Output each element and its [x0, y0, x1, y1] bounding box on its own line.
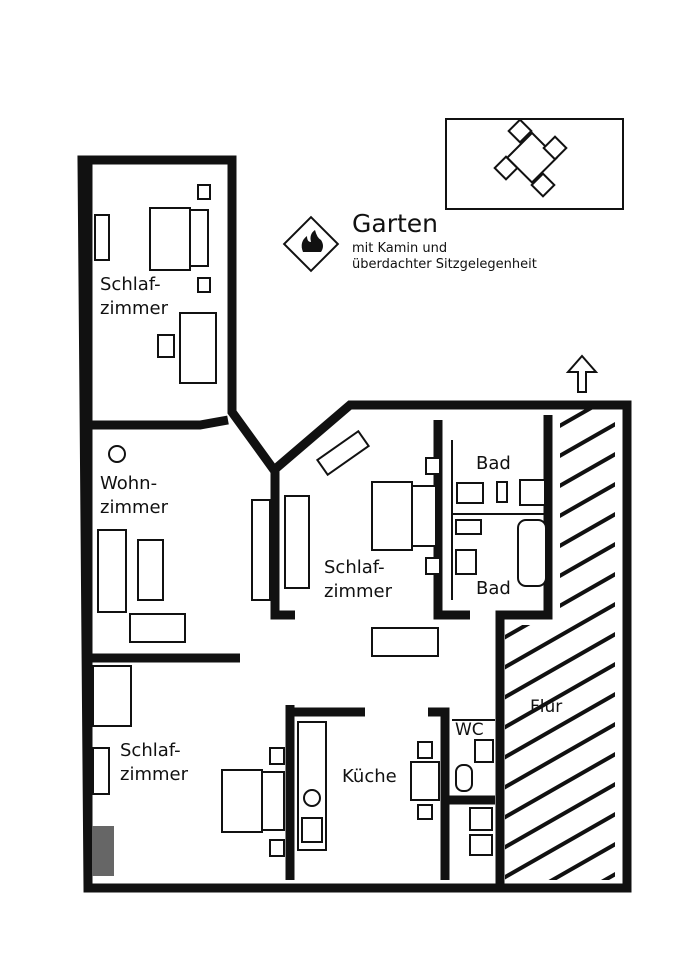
room-label-hallway: Flur	[530, 697, 562, 717]
room-label-bedroom-bottom-2: zimmer	[120, 764, 189, 785]
garden-title: Garten	[352, 209, 438, 238]
staircase	[505, 405, 615, 880]
room-label-wc: WC	[455, 720, 484, 740]
room-label-bath-top: Bad	[476, 453, 511, 474]
terrace-table	[445, 118, 624, 210]
room-label-kitchen: Küche	[342, 766, 397, 787]
north-arrow-icon	[565, 354, 599, 393]
garden-subtitle-1: mit Kamin und	[352, 241, 447, 256]
furniture	[92, 184, 547, 876]
room-label-bath-bottom: Bad	[476, 578, 511, 599]
room-label-bedroom-bottom-1: Schlaf-	[120, 740, 181, 761]
walls	[77, 155, 632, 893]
room-label-bedroom-center-1: Schlaf-	[324, 557, 385, 578]
room-label-living-1: Wohn-	[100, 473, 157, 494]
room-label-bedroom-top-left-1: Schlaf-	[100, 274, 161, 295]
room-label-bedroom-center-2: zimmer	[324, 581, 393, 602]
room-label-bedroom-top-left-2: zimmer	[100, 298, 169, 319]
room-label-living-2: zimmer	[100, 497, 169, 518]
garden-subtitle-2: überdachter Sitzgelegenheit	[352, 257, 537, 272]
fireplace-icon	[282, 215, 340, 273]
